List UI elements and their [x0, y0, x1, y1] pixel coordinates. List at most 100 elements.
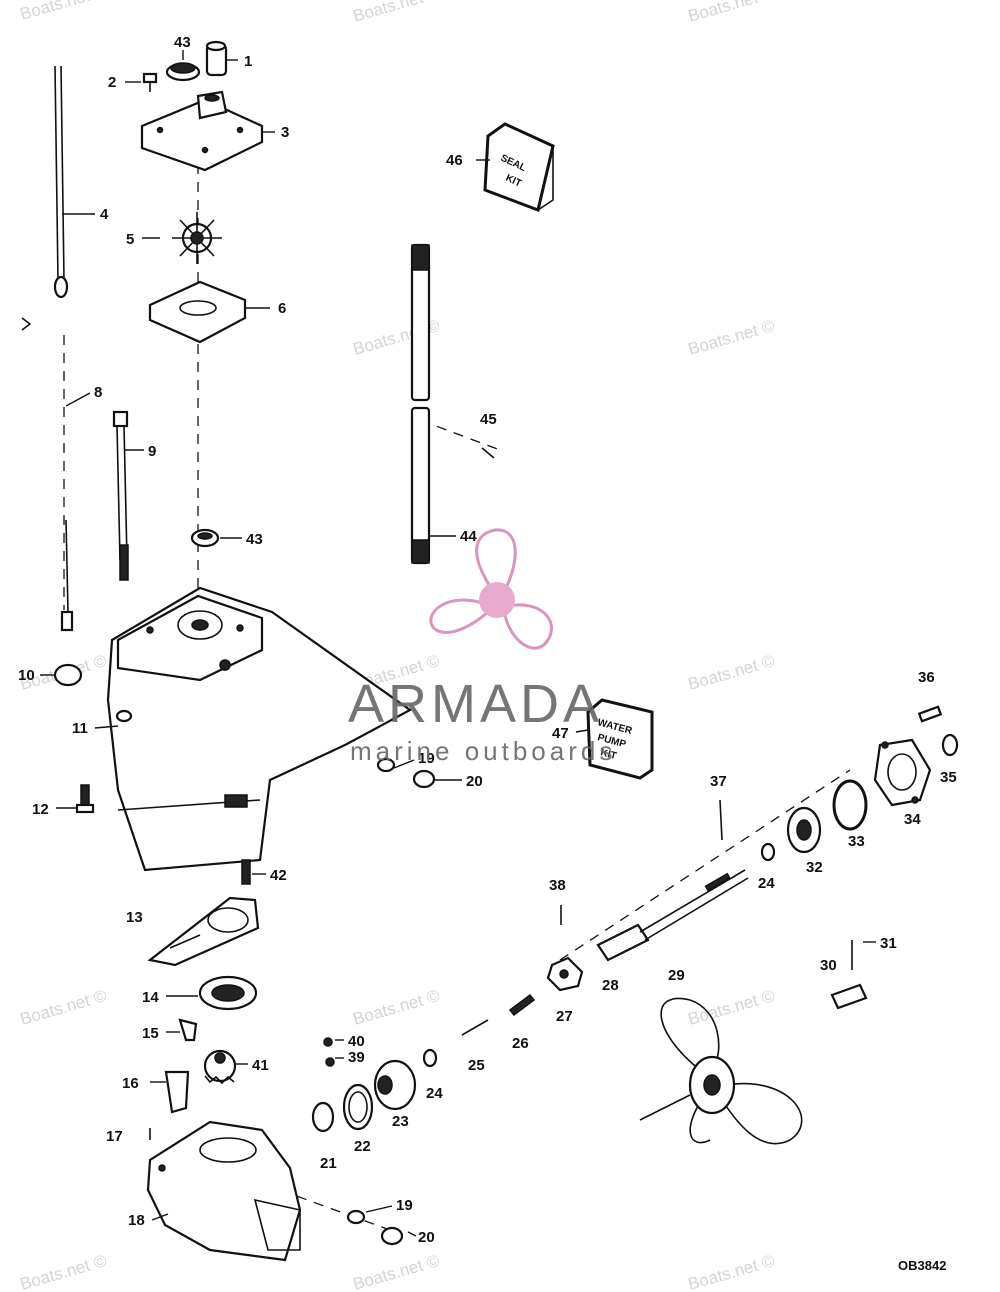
part-2-screw	[142, 72, 158, 92]
watermark: Boats.net ©	[686, 651, 777, 694]
callout-10: 10	[18, 667, 35, 684]
watermark: Boats.net ©	[351, 0, 442, 26]
callout-26: 26	[512, 1035, 529, 1052]
callout-15: 15	[142, 1025, 159, 1042]
part-1-sleeve	[205, 40, 228, 77]
part-32-reverse-gear	[786, 806, 822, 854]
logo-hub	[479, 582, 515, 618]
part-8-rod	[60, 519, 74, 632]
callout-39: 39	[348, 1049, 365, 1066]
water-pump-kit-label: KIT	[599, 747, 617, 762]
callout-27: 27	[556, 1008, 573, 1025]
watermark: Boats.net ©	[18, 986, 109, 1029]
part-24-washer-lower	[422, 1048, 438, 1068]
small-clip	[21, 317, 32, 331]
drawing-id: OB3842	[898, 1258, 946, 1273]
callout-8: 8	[94, 384, 102, 401]
armada-brand-overlay: ARMADA marine outboards	[348, 528, 616, 766]
callout-41: 41	[252, 1057, 269, 1074]
callout-22: 22	[354, 1138, 371, 1155]
callout-35: 35	[940, 769, 957, 786]
part-47-water-pump-kit: WATER PUMP KIT	[586, 698, 654, 780]
part-23-forward-gear	[373, 1059, 417, 1111]
callout-45: 45	[480, 411, 497, 428]
callout-40: 40	[348, 1033, 365, 1050]
part-19-washer-lower	[346, 1209, 366, 1225]
callout-24: 24	[758, 875, 775, 892]
part-20-screw-lower	[380, 1226, 404, 1246]
watermark: Boats.net ©	[686, 0, 777, 26]
callout-5: 5	[126, 231, 134, 248]
part-13-gasket	[147, 896, 260, 967]
part-37-pin	[719, 799, 723, 841]
callout-38: 38	[549, 877, 566, 894]
callout-21: 21	[320, 1155, 337, 1172]
part-5-impeller	[172, 212, 222, 264]
part-18-gearcase-lower-housing	[146, 1120, 302, 1262]
part-24-washer-upper	[760, 842, 776, 862]
watermark: Boats.net ©	[686, 316, 777, 359]
part-25-pin	[461, 1019, 489, 1036]
logo-blade	[503, 603, 554, 650]
callout-32: 32	[806, 859, 823, 876]
watermark: Boats.net ©	[18, 0, 109, 24]
callout-33: 33	[848, 833, 865, 850]
part-20-screw-upper	[412, 769, 436, 789]
part-27-clutch	[546, 956, 584, 992]
callout-9: 9	[148, 443, 156, 460]
gearcase-upper-housing	[106, 586, 413, 872]
callout-42: 42	[270, 867, 287, 884]
part-43-lower-seal	[190, 528, 220, 548]
callout-34: 34	[904, 811, 921, 828]
part-9-bolt	[112, 410, 129, 581]
callout-46: 46	[446, 152, 463, 169]
part-45-pin	[481, 447, 495, 459]
part-29-propeller	[639, 997, 803, 1145]
part-10-grommet	[53, 663, 83, 687]
callout-17: 17	[106, 1128, 123, 1145]
brand-name: ARMADA	[348, 674, 603, 734]
part-3-water-pump-housing	[140, 90, 264, 172]
callout-16: 16	[122, 1075, 139, 1092]
callout-3: 3	[281, 124, 289, 141]
callout-18: 18	[128, 1212, 145, 1229]
part-42-stud	[241, 859, 251, 885]
part-46-seal-kit: SEAL KIT	[483, 122, 555, 213]
part-39	[325, 1057, 335, 1067]
part-33-o-ring	[832, 779, 868, 831]
brand-tagline: marine outboards	[350, 736, 616, 766]
propeller-logo-icon	[429, 528, 554, 650]
part-26-spring	[508, 993, 536, 1017]
callout-31: 31	[880, 935, 897, 952]
callout-20: 20	[418, 1229, 435, 1246]
callout-14: 14	[142, 989, 159, 1006]
callout-24: 24	[426, 1085, 443, 1102]
part-15-retainer	[178, 1018, 198, 1042]
part-21-washer	[311, 1101, 335, 1133]
callout-23: 23	[392, 1113, 409, 1130]
watermark: Boats.net ©	[351, 986, 442, 1029]
leader-lines	[40, 50, 876, 1237]
callout-28: 28	[602, 977, 619, 994]
callout-20: 20	[466, 773, 483, 790]
callout-43: 43	[174, 34, 191, 51]
callout-43: 43	[246, 531, 263, 548]
callout-1: 1	[244, 53, 252, 70]
callout-44: 44	[460, 528, 477, 545]
part-19-washer-upper	[376, 757, 396, 773]
callout-2: 2	[108, 74, 116, 91]
callout-36: 36	[918, 669, 935, 686]
callout-19: 19	[396, 1197, 413, 1214]
watermark: Boats.net ©	[686, 986, 777, 1029]
callout-29: 29	[668, 967, 685, 984]
callout-13: 13	[126, 909, 143, 926]
watermark: Boats.net ©	[686, 1251, 777, 1292]
part-11-pin	[115, 709, 133, 723]
part-30-nut	[830, 983, 868, 1010]
callout-4: 4	[100, 206, 109, 223]
part-43-top-seal	[165, 62, 201, 82]
callout-11: 11	[72, 720, 88, 737]
part-40	[323, 1037, 333, 1047]
part-14-bearing	[198, 975, 258, 1011]
